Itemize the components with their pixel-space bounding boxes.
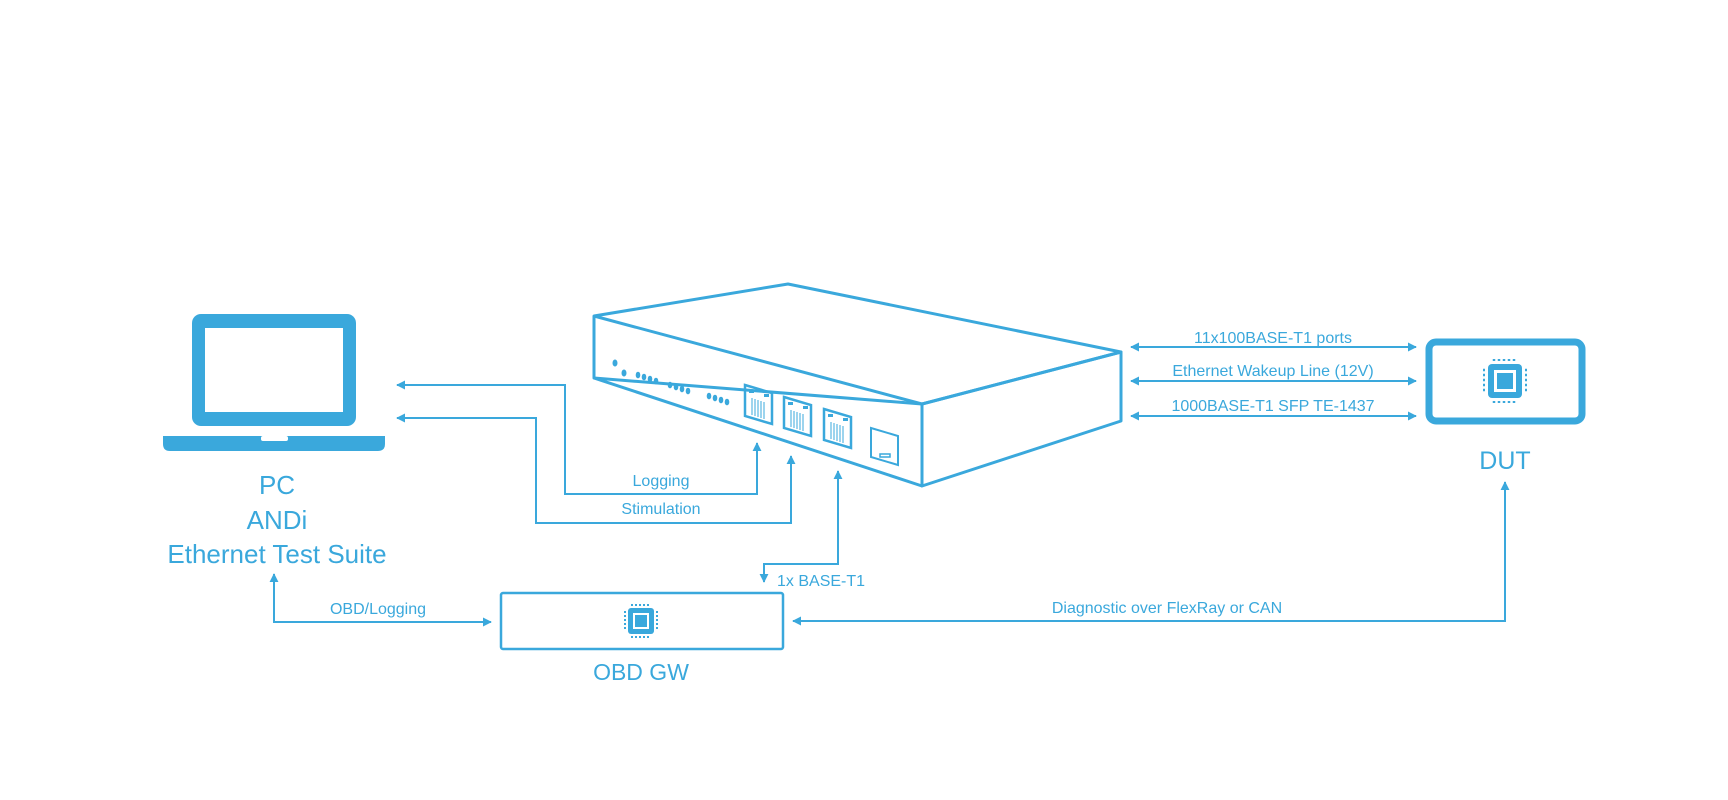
chip-icon	[624, 604, 658, 638]
andi-label: ANDi	[247, 505, 308, 535]
network-switch-icon	[592, 282, 1123, 488]
rj45-port-3	[822, 407, 853, 450]
rj45-port-2	[782, 395, 813, 438]
obd-logging-connector	[269, 573, 492, 627]
obd-gw-box	[499, 591, 785, 651]
obd-gw-label: OBD GW	[593, 659, 689, 685]
base-t1-label: 1x BASE-T1	[777, 573, 865, 590]
dut-label: DUT	[1479, 447, 1530, 475]
wakeup-label: Ethernet Wakeup Line (12V)	[1172, 363, 1373, 380]
stimulation-connector	[396, 413, 796, 524]
sfp-1000base-label: 1000BASE-T1 SFP TE-1437	[1171, 398, 1374, 415]
stimulation-label: Stimulation	[621, 501, 700, 518]
ports-100base-label: 11x100BASE-T1 ports	[1194, 330, 1352, 347]
diagnostic-connector	[792, 481, 1510, 626]
obd-logging-label: OBD/Logging	[330, 601, 426, 618]
status-leds	[612, 359, 730, 406]
test-suite-label: Ethernet Test Suite	[167, 539, 386, 569]
logging-label: Logging	[633, 473, 690, 490]
chip-icon	[1483, 359, 1527, 403]
logging-connector	[396, 380, 762, 495]
laptop-icon	[163, 314, 385, 451]
sfp-port	[870, 426, 899, 467]
base-t1-connector	[759, 470, 843, 583]
dut-box	[1425, 338, 1586, 425]
diagnostic-label: Diagnostic over FlexRay or CAN	[1052, 600, 1282, 617]
pc-label: PC	[259, 470, 295, 500]
